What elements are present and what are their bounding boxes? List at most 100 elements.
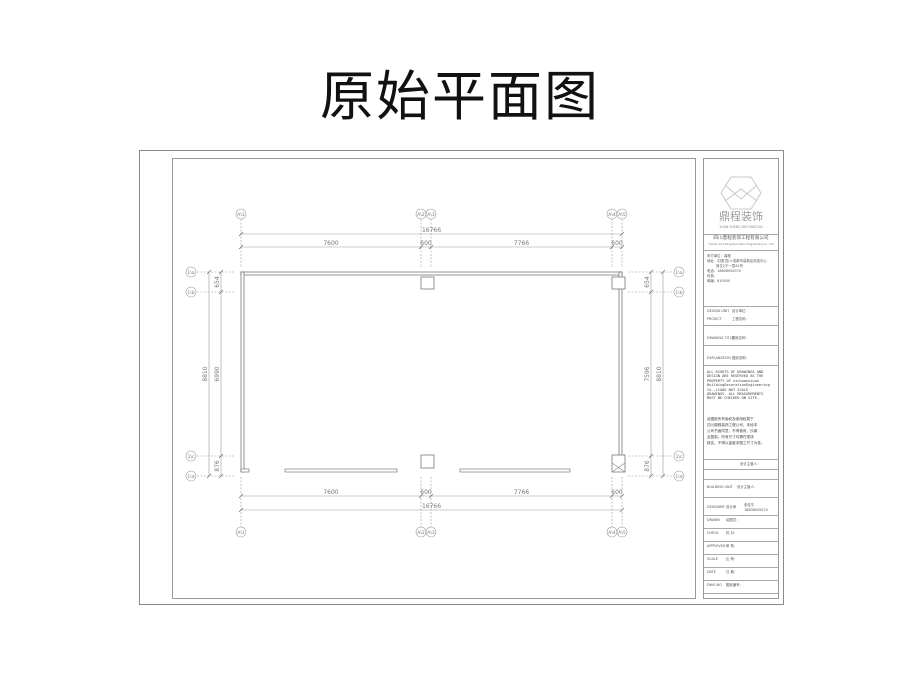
wall-top <box>240 271 623 276</box>
dim-left-parts-tick <box>218 473 224 479</box>
dim-segments-bottom-label: 7766 <box>514 489 529 496</box>
dim-left-parts-label: 876 <box>214 460 221 472</box>
divider <box>704 459 778 460</box>
axis-bubble-left <box>185 470 197 482</box>
wall-right <box>618 271 623 458</box>
dim-total-bottom-label: 16766 <box>422 503 441 510</box>
axis-bubble-left-label: 1\a <box>187 270 194 276</box>
title-block-row-value: 日 期： <box>726 570 738 574</box>
copyright-note-en: ALL RIGHTS OF DRAWINGS AND DESIGN ARE RE… <box>707 370 770 401</box>
column <box>611 276 626 290</box>
design-unit-label: DESIGN UNIT <box>707 309 730 313</box>
title-block-row-value: 设计师 <box>726 505 737 509</box>
copyright-note-cn: 此图纸所有版权及使用权属于 四川鼎程装饰工程公司，未经本 公司书面同意，不得使用… <box>707 417 765 445</box>
divider <box>704 580 778 581</box>
dim-segments-top-tick <box>428 244 434 250</box>
dim-left-parts-tick <box>218 453 224 459</box>
title-block: 鼎程装饰 YUAN CHENG DECORATION 四川鼎程装饰工程有限公司 … <box>703 158 779 599</box>
info-line: 甲方单位：鼎程 <box>707 254 731 258</box>
window-bottom-right <box>459 468 571 473</box>
axis-bubble-right-label: 1\b <box>675 290 682 296</box>
axis-bubble-right <box>673 470 685 482</box>
dim-right-overall-tick <box>660 269 666 275</box>
project-label: PROJECT <box>707 317 722 321</box>
axis-bubble-top <box>235 208 247 220</box>
axis-bubble-bottom <box>235 526 247 538</box>
title-block-row-label: DRAWN <box>707 518 720 522</box>
axis-bubble-top-label: A\1 <box>237 212 245 218</box>
dim-segments-bottom-label: 600 <box>611 489 623 496</box>
dim-right-parts-tick <box>648 269 654 275</box>
divider <box>704 345 778 346</box>
dim-right-overall-tick <box>660 473 666 479</box>
column <box>420 276 435 290</box>
info-line: 邮编：610000 <box>707 279 731 283</box>
drawing-title-label: DRAWING TITLE <box>707 336 734 340</box>
axis-bubble-right <box>673 286 685 298</box>
axis-bubble-top-label: A\3 <box>427 212 435 218</box>
page-title: 原始平面图 <box>320 65 600 128</box>
divider <box>704 365 778 366</box>
divider <box>704 250 778 251</box>
divider <box>704 567 778 568</box>
dim-segments-bottom-label: 7600 <box>323 489 338 496</box>
dim-left-parts-tick <box>218 289 224 295</box>
axis-bubble-bottom-label: A\1 <box>237 530 245 536</box>
divider <box>704 325 778 326</box>
dim-left-parts-label: 6990 <box>214 366 221 381</box>
axis-bubble-left <box>185 450 197 462</box>
axis-bubble-right-label: 1\a <box>675 270 682 276</box>
column <box>420 454 435 469</box>
building-unit-label: BUILDING UNIT <box>707 485 733 489</box>
axis-bubble-bottom <box>425 526 437 538</box>
dim-right-parts-label: 654 <box>644 276 651 288</box>
wall-bottom-corner <box>240 468 250 473</box>
axis-bubble-bottom-label: A\5 <box>618 530 626 536</box>
dim-left-overall-label: 8810 <box>202 366 209 381</box>
info-line: 电话：18808000070 <box>707 269 741 273</box>
dim-segments-top-tick <box>418 244 424 250</box>
column <box>611 454 626 473</box>
title-block-row-value: 比 例： <box>726 557 738 561</box>
dim-right-parts-tick <box>648 473 654 479</box>
title-block-row-label: SCALE <box>707 557 718 561</box>
title-block-row-value: 图纸编号： <box>726 583 743 587</box>
dim-segments-bottom-tick <box>619 493 625 499</box>
dim-segments-bottom-label: 600 <box>420 489 432 496</box>
dim-right-parts-label: 876 <box>644 460 651 472</box>
dim-total-top-tick <box>619 231 625 237</box>
divider <box>704 469 778 470</box>
approval-label: 设计主管人： <box>740 462 761 466</box>
title-block-row-value: 校 对： <box>726 531 738 535</box>
brand-name-en: YUAN CHENG DECORATION <box>719 225 763 229</box>
dim-segments-bottom-tick <box>418 493 424 499</box>
dim-segments-top-label: 600 <box>611 240 623 247</box>
drawing-title-value: 图纸名称： <box>732 336 749 340</box>
info-line: 地址：中国·四川·成都市高新区科技中心 <box>707 259 767 263</box>
design-unit-value: 设计单位： <box>732 309 749 313</box>
divider <box>704 554 778 555</box>
axis-bubble-left-label: 1\b <box>187 290 194 296</box>
divider <box>704 497 778 498</box>
column-hatch <box>611 462 626 473</box>
dim-segments-top-tick <box>619 244 625 250</box>
axis-bubble-top-label: A\5 <box>618 212 626 218</box>
title-block-row-label: DESIGNER <box>707 505 725 509</box>
dim-segments-bottom-tick <box>428 493 434 499</box>
brand-name-cn: 鼎程装饰 <box>719 210 763 223</box>
title-block-row-extra: 张佳平 18808000070 <box>744 503 768 512</box>
dim-total-top-label: 16766 <box>422 227 441 234</box>
dim-segments-top-label: 7600 <box>323 240 338 247</box>
dim-right-parts-tick <box>648 453 654 459</box>
title-block-row-value: 绘图员： <box>726 518 740 522</box>
company-logo <box>720 176 762 210</box>
title-block-row-label: DATE <box>707 570 716 574</box>
window-bottom-left <box>284 468 398 473</box>
axis-bubble-left <box>185 286 197 298</box>
dim-segments-top-label: 600 <box>420 240 432 247</box>
dim-right-parts-label: 7596 <box>644 366 651 381</box>
axis-bubble-bottom-label: A\2 <box>417 530 425 536</box>
